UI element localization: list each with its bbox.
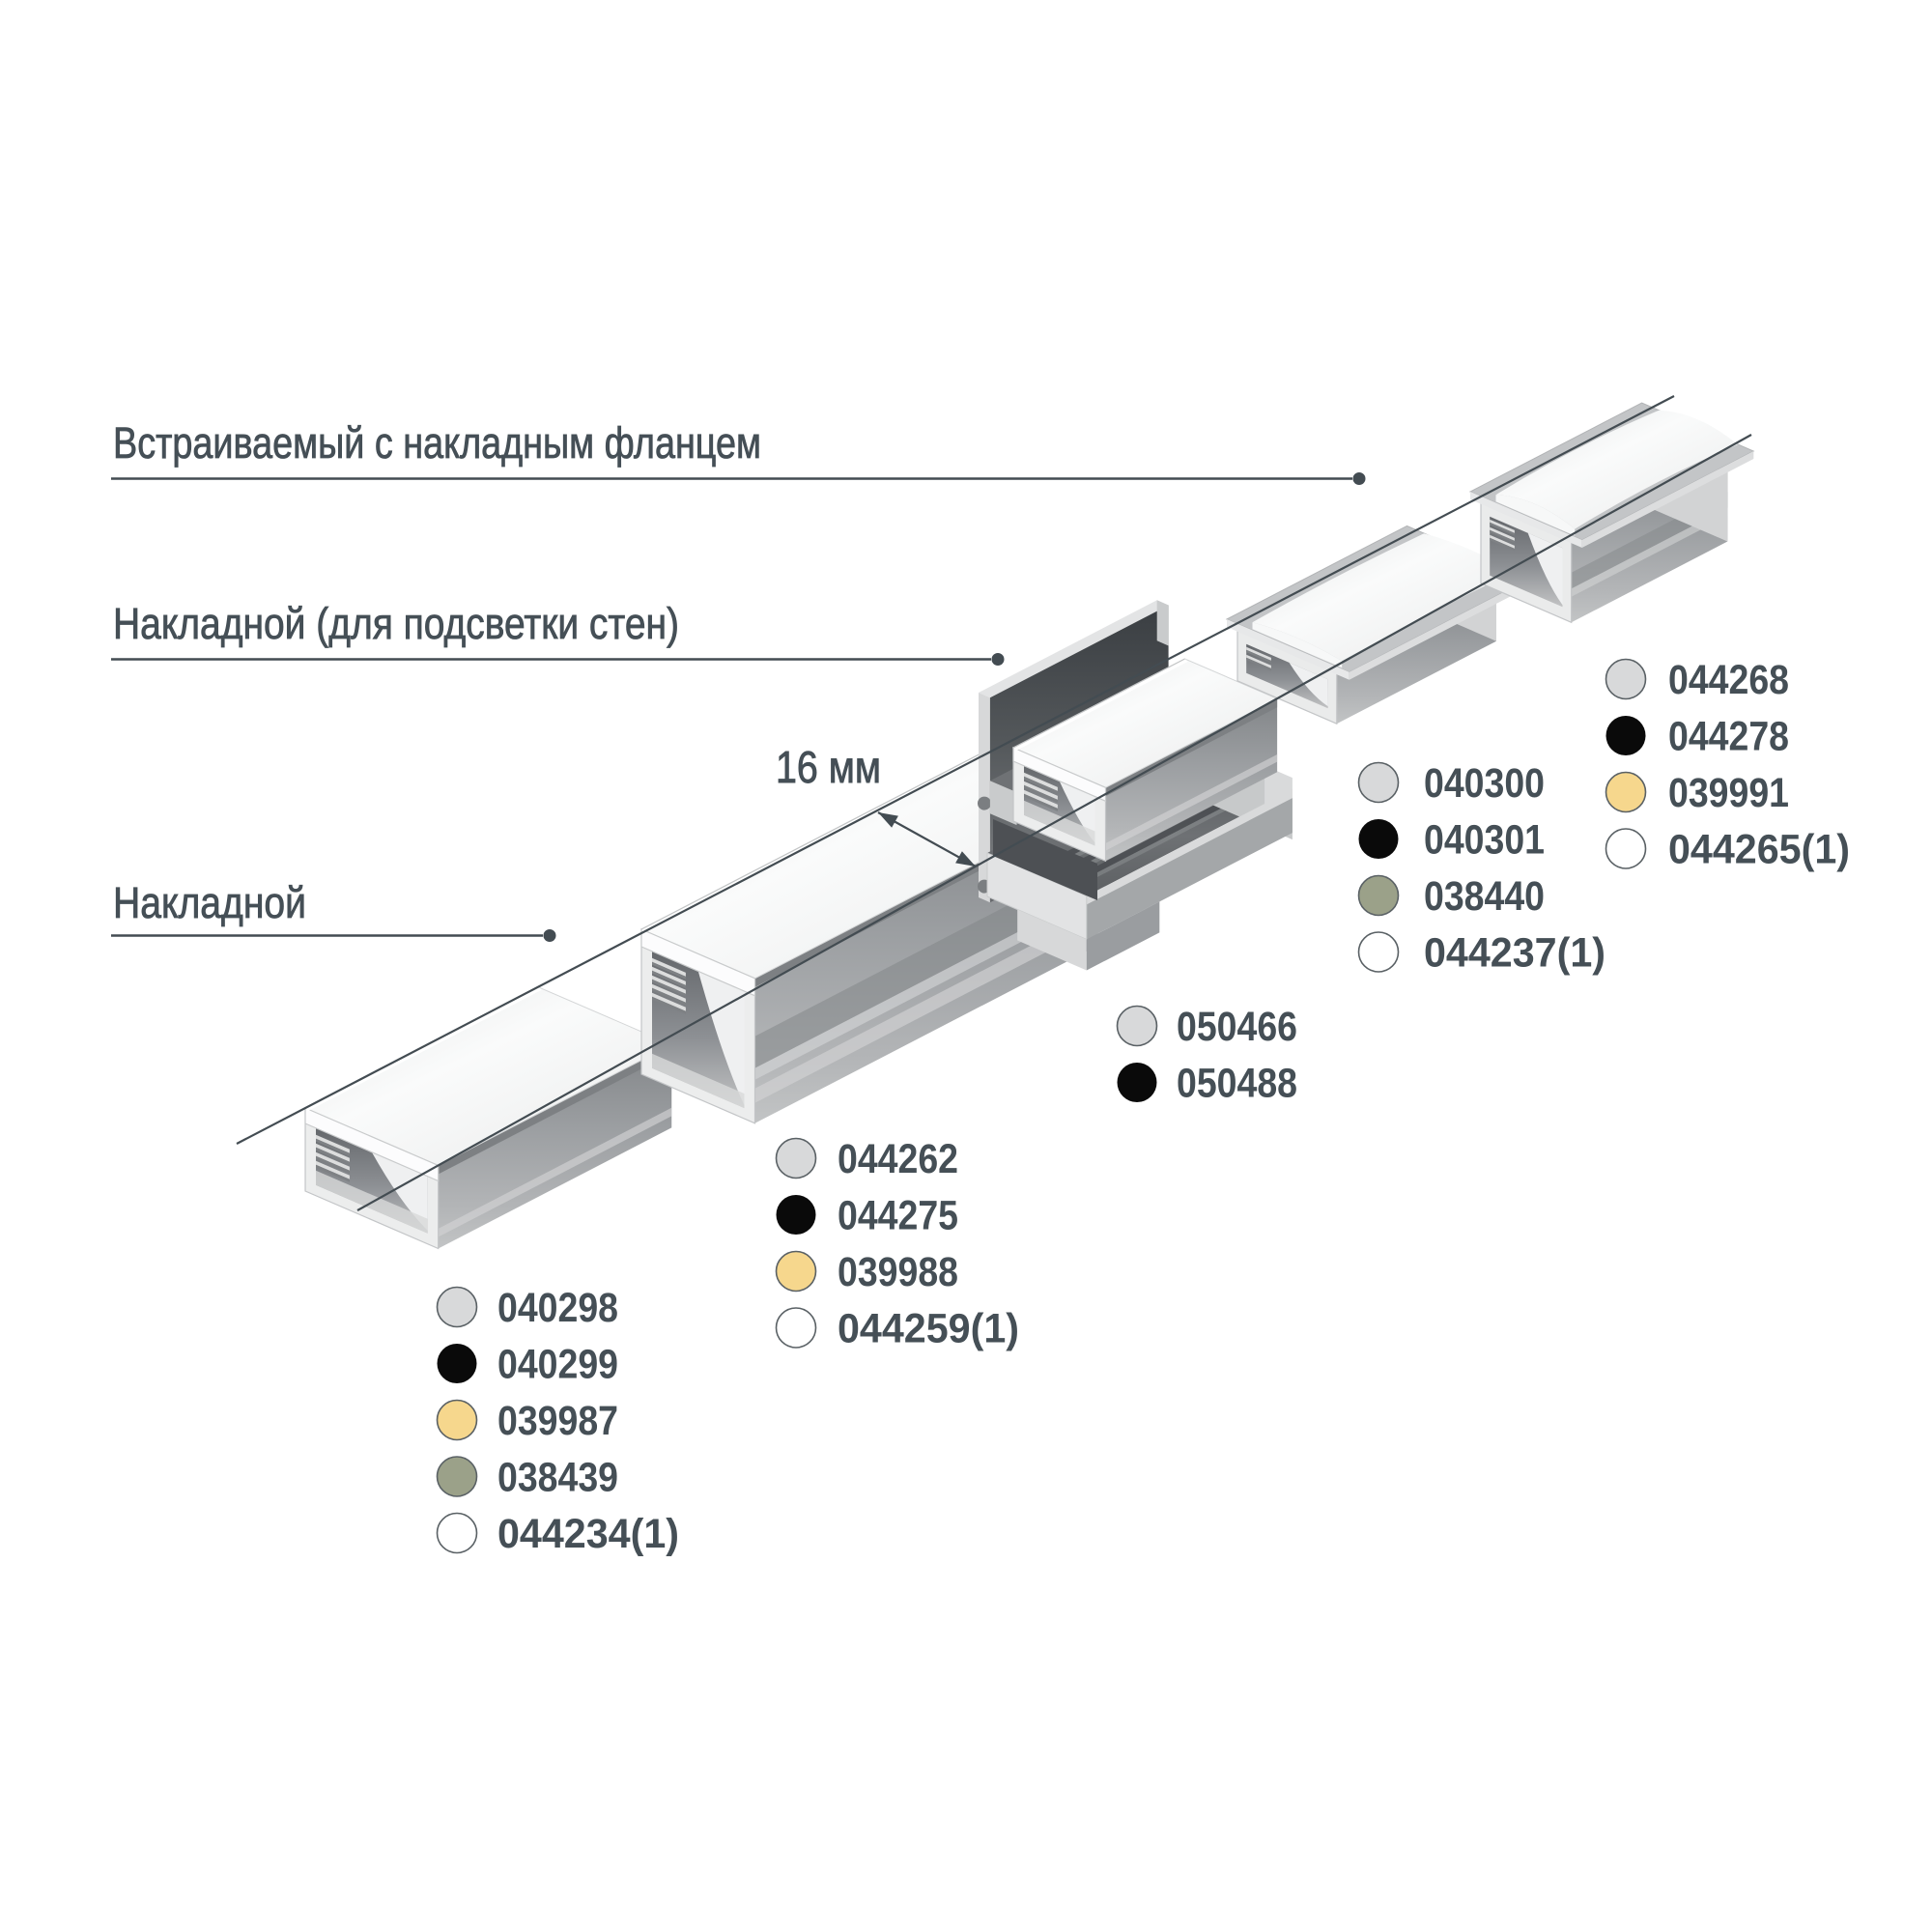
svg-text:044265(1): 044265(1) <box>1668 827 1850 873</box>
svg-text:038439: 038439 <box>497 1455 618 1501</box>
svg-text:039987: 039987 <box>497 1398 618 1444</box>
svg-text:044275: 044275 <box>838 1193 958 1239</box>
svg-text:044237(1): 044237(1) <box>1424 930 1605 977</box>
svg-text:044278: 044278 <box>1668 714 1789 760</box>
svg-text:044262: 044262 <box>838 1136 958 1182</box>
svg-text:Накладной (для подсветки стен): Накладной (для подсветки стен) <box>113 599 679 648</box>
svg-text:16 мм: 16 мм <box>776 742 881 792</box>
svg-text:Накладной: Накладной <box>113 878 306 927</box>
svg-text:039988: 039988 <box>838 1249 958 1295</box>
svg-text:044268: 044268 <box>1668 657 1789 703</box>
svg-text:040300: 040300 <box>1424 760 1545 807</box>
svg-text:039991: 039991 <box>1668 770 1789 816</box>
svg-text:040299: 040299 <box>497 1342 618 1388</box>
svg-text:040301: 040301 <box>1424 817 1545 864</box>
svg-text:038440: 038440 <box>1424 873 1545 920</box>
svg-text:050488: 050488 <box>1177 1061 1297 1107</box>
svg-text:044234(1): 044234(1) <box>497 1511 679 1557</box>
svg-text:044259(1): 044259(1) <box>838 1306 1019 1352</box>
svg-text:040298: 040298 <box>497 1285 618 1331</box>
svg-text:050466: 050466 <box>1177 1004 1297 1050</box>
svg-text:Встраиваемый с накладным фланц: Встраиваемый с накладным фланцем <box>113 418 761 468</box>
